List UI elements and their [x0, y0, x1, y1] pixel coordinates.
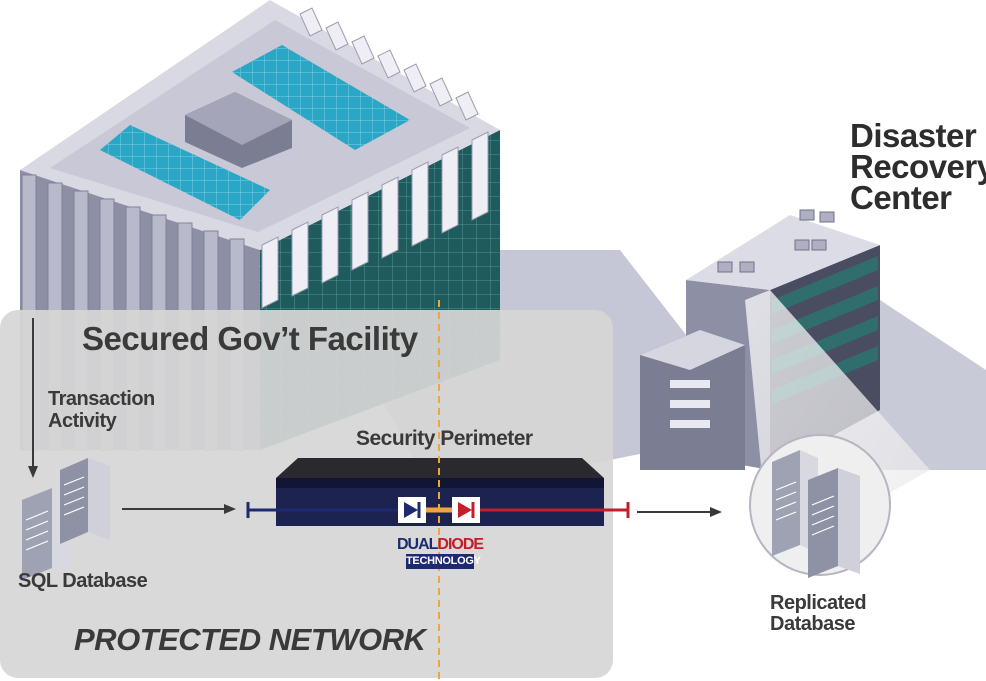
sql-database-icon [22, 458, 110, 580]
transaction-activity-label: Transaction Activity [48, 388, 155, 432]
security-perimeter-label: Security Perimeter [356, 427, 533, 450]
logo-word-technology: TECHNOLOGY [406, 554, 481, 569]
diode-2-icon [452, 497, 480, 523]
transaction-label-line2: Activity [48, 410, 117, 432]
replicated-database-label: Replicated Database [770, 592, 867, 635]
logo-word-diode: DIODE [437, 535, 484, 553]
transmit-line [246, 502, 400, 518]
transaction-activity-arrow [28, 318, 38, 478]
flow-arrow-in [122, 504, 236, 514]
replicated-line2: Database [770, 613, 855, 635]
drc-line2: Recovery [850, 148, 986, 185]
solar-panel [232, 45, 410, 150]
protected-network-label: PROTECTED NETWORK [74, 622, 426, 657]
solar-panel [100, 125, 270, 220]
flow-arrow-out [637, 507, 722, 517]
logo-word-dual: DUAL [396, 535, 438, 553]
disaster-recovery-title: Disaster Recovery Center [850, 117, 986, 216]
receive-line [480, 502, 630, 518]
drc-line1: Disaster [850, 117, 977, 154]
drc-line3: Center [850, 179, 952, 216]
replicated-database-icon [772, 450, 860, 578]
facility-title: Secured Gov’t Facility [82, 320, 418, 357]
sql-database-label: SQL Database [18, 570, 148, 592]
diode-1-icon [398, 497, 426, 523]
transaction-label-line1: Transaction [48, 388, 155, 410]
replicated-line1: Replicated [770, 592, 867, 614]
